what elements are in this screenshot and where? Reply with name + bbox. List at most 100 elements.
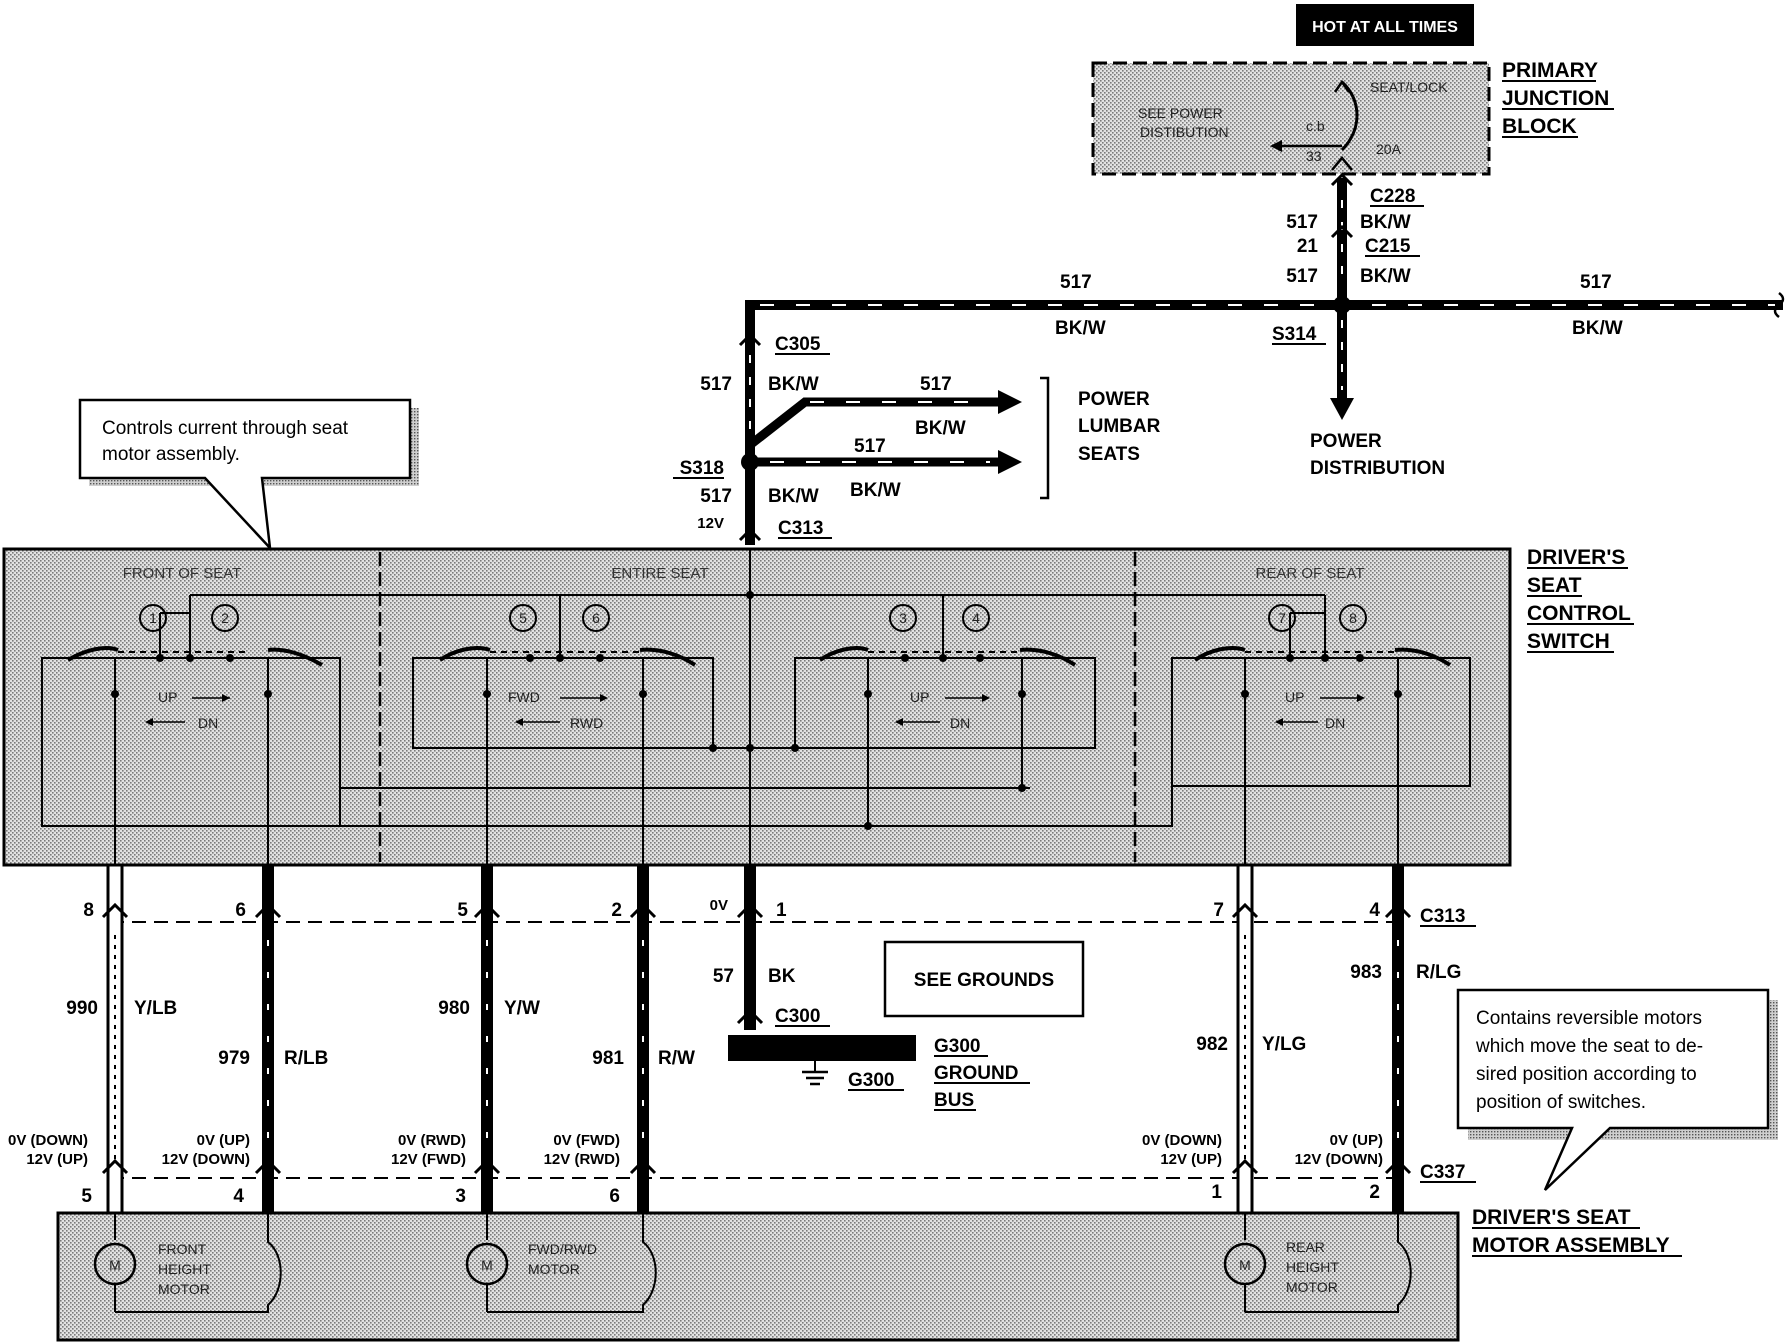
svg-text:M: M xyxy=(481,1257,493,1273)
svg-text:GROUND: GROUND xyxy=(934,1063,1018,1084)
svg-text:2: 2 xyxy=(221,610,229,626)
svg-text:1: 1 xyxy=(149,610,157,626)
power-feed-wires xyxy=(738,172,1785,545)
svg-text:UP: UP xyxy=(158,689,177,705)
svg-text:4: 4 xyxy=(972,610,980,626)
svg-text:JUNCTION: JUNCTION xyxy=(1502,87,1609,110)
svg-text:6: 6 xyxy=(609,1186,620,1207)
svg-text:MOTOR: MOTOR xyxy=(528,1261,580,1277)
svg-text:BK/W: BK/W xyxy=(768,374,819,395)
svg-text:3: 3 xyxy=(899,610,907,626)
svg-text:Y/W: Y/W xyxy=(504,998,540,1019)
svg-text:R/LB: R/LB xyxy=(284,1048,328,1069)
svg-text:12V (UP): 12V (UP) xyxy=(26,1151,88,1168)
motor-callout: Contains reversible motors which move th… xyxy=(1456,988,1778,1191)
seat-motor-assembly: M FRONT HEIGHT MOTOR M FWD/RWD MOTOR M R… xyxy=(56,1211,1460,1342)
svg-text:LUMBAR: LUMBAR xyxy=(1078,416,1161,437)
svg-text:2: 2 xyxy=(1369,1182,1380,1203)
svg-text:BK/W: BK/W xyxy=(915,418,966,439)
svg-text:BLOCK: BLOCK xyxy=(1502,115,1577,138)
svg-text:G300: G300 xyxy=(848,1070,894,1091)
svg-text:SEE GROUNDS: SEE GROUNDS xyxy=(914,970,1054,991)
svg-text:12V (DOWN): 12V (DOWN) xyxy=(1295,1151,1383,1168)
svg-text:which move the seat to de-: which move the seat to de- xyxy=(1475,1036,1703,1057)
svg-text:HEIGHT: HEIGHT xyxy=(1286,1259,1339,1275)
svg-text:M: M xyxy=(1239,1257,1251,1273)
svg-text:517: 517 xyxy=(700,486,732,507)
svg-text:DRIVER'S: DRIVER'S xyxy=(1527,546,1625,569)
svg-text:517: 517 xyxy=(854,436,886,457)
svg-text:DISTRIBUTION: DISTRIBUTION xyxy=(1310,458,1445,479)
svg-text:Controls current through seat: Controls current through seat xyxy=(102,418,349,439)
svg-text:BK/W: BK/W xyxy=(768,486,819,507)
svg-text:517: 517 xyxy=(920,374,952,395)
harness-wires xyxy=(101,863,1412,1215)
svg-text:0V (FWD): 0V (FWD) xyxy=(553,1132,620,1149)
see-power-line-1: SEE POWER xyxy=(1138,105,1223,121)
hot-at-all-times-badge: HOT AT ALL TIMES xyxy=(1296,4,1474,46)
svg-text:12V: 12V xyxy=(697,515,724,532)
svg-text:MOTOR: MOTOR xyxy=(158,1281,210,1297)
svg-text:0V (DOWN): 0V (DOWN) xyxy=(1142,1132,1222,1149)
svg-text:0V (UP): 0V (UP) xyxy=(1330,1132,1383,1149)
cb-label: c.b xyxy=(1306,118,1325,134)
svg-text:BK/W: BK/W xyxy=(1360,212,1411,233)
fuse-amps: 20A xyxy=(1376,141,1402,157)
svg-text:6: 6 xyxy=(235,900,246,921)
svg-text:PRIMARY: PRIMARY xyxy=(1502,59,1598,82)
svg-text:5: 5 xyxy=(519,610,527,626)
svg-text:517: 517 xyxy=(1060,272,1092,293)
svg-text:C300: C300 xyxy=(775,1006,820,1027)
svg-text:Y/LG: Y/LG xyxy=(1262,1034,1306,1055)
right-arrow-icon xyxy=(998,390,1022,414)
svg-text:SEAT: SEAT xyxy=(1527,574,1582,597)
section-entire: ENTIRE SEAT xyxy=(611,565,708,582)
svg-text:4: 4 xyxy=(1369,900,1380,921)
svg-text:BUS: BUS xyxy=(934,1090,974,1111)
svg-text:517: 517 xyxy=(700,374,732,395)
svg-text:BK/W: BK/W xyxy=(850,480,901,501)
svg-text:MOTOR: MOTOR xyxy=(1286,1279,1338,1295)
svg-text:CONTROL: CONTROL xyxy=(1527,602,1631,625)
svg-text:C313: C313 xyxy=(1420,906,1465,927)
see-power-line-2: DISTIBUTION xyxy=(1140,124,1229,140)
svg-text:HOT AT ALL TIMES: HOT AT ALL TIMES xyxy=(1312,19,1458,36)
svg-text:R/LG: R/LG xyxy=(1416,962,1461,983)
svg-text:DN: DN xyxy=(1325,715,1345,731)
svg-text:C228: C228 xyxy=(1370,186,1415,207)
svg-text:0V (RWD): 0V (RWD) xyxy=(398,1132,466,1149)
svg-text:990: 990 xyxy=(66,998,98,1019)
svg-text:UP: UP xyxy=(910,689,929,705)
svg-text:12V (RWD): 12V (RWD) xyxy=(544,1151,620,1168)
svg-text:983: 983 xyxy=(1350,962,1382,983)
svg-text:7: 7 xyxy=(1213,900,1224,921)
svg-text:RWD: RWD xyxy=(570,715,603,731)
left-arrow-icon xyxy=(1270,140,1282,152)
svg-text:1: 1 xyxy=(1211,1182,1222,1203)
svg-text:REAR: REAR xyxy=(1286,1239,1325,1255)
svg-text:M: M xyxy=(109,1257,121,1273)
svg-text:HEIGHT: HEIGHT xyxy=(158,1261,211,1277)
svg-text:57: 57 xyxy=(713,966,734,987)
svg-text:Contains reversible motors: Contains reversible motors xyxy=(1476,1008,1702,1029)
svg-text:C305: C305 xyxy=(775,334,821,355)
svg-text:FWD/RWD: FWD/RWD xyxy=(528,1241,597,1257)
switch-title: DRIVER'S SEAT CONTROL SWITCH xyxy=(1527,546,1634,653)
down-arrow-icon xyxy=(1330,398,1354,420)
svg-text:FRONT: FRONT xyxy=(158,1241,207,1257)
svg-text:DN: DN xyxy=(198,715,218,731)
svg-text:POWER: POWER xyxy=(1310,431,1382,452)
seat-lock-label: SEAT/LOCK xyxy=(1370,79,1448,95)
ground-bus: C300 G300 G300 GROUND BUS xyxy=(728,1006,1030,1111)
svg-text:1: 1 xyxy=(776,900,787,921)
switch-callout: Controls current through seat motor asse… xyxy=(78,398,419,552)
bracket-lumbar xyxy=(1040,376,1050,500)
svg-text:SWITCH: SWITCH xyxy=(1527,630,1610,653)
svg-text:FWD: FWD xyxy=(508,689,540,705)
svg-text:981: 981 xyxy=(592,1048,624,1069)
svg-text:980: 980 xyxy=(438,998,470,1019)
splice-s314 xyxy=(1333,296,1351,314)
voltage-labels: 0V (DOWN) 12V (UP) 0V (UP) 12V (DOWN) 0V… xyxy=(8,1132,1476,1183)
svg-text:R/W: R/W xyxy=(658,1048,695,1069)
